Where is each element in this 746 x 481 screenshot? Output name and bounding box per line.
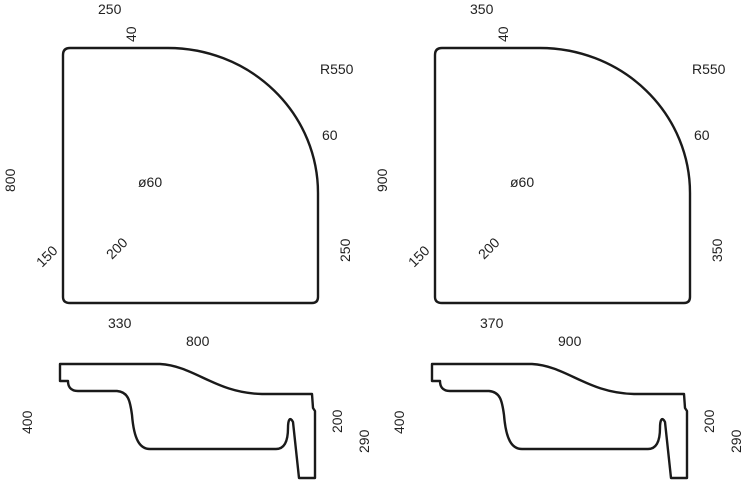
outer-outline xyxy=(433,46,692,305)
dim-drain: ø60 xyxy=(138,174,162,190)
dim-corner: 150 xyxy=(33,242,61,270)
side-outline xyxy=(430,362,689,480)
dim-inner-depth: 200 xyxy=(329,409,345,433)
dim-rim: 40 xyxy=(495,26,511,42)
dim-width-total: 900 xyxy=(558,333,582,349)
outer-outline xyxy=(61,46,320,305)
dim-height-side: 400 xyxy=(19,410,35,434)
top-view xyxy=(433,46,692,305)
dim-drain-x: 370 xyxy=(480,315,504,331)
dim-rim-side: 60 xyxy=(322,127,338,143)
shower-tray-800: 250 40 R550 60 ø60 800 150 200 250 330 8… xyxy=(2,1,372,480)
dim-inner-depth: 200 xyxy=(701,409,717,433)
top-view xyxy=(61,46,320,305)
side-view xyxy=(430,362,689,480)
dim-top-width: 350 xyxy=(470,1,494,17)
dim-right-height: 250 xyxy=(337,238,353,262)
dim-width-total: 800 xyxy=(186,333,210,349)
dim-seat: 200 xyxy=(475,234,503,262)
dim-rim-side: 60 xyxy=(694,127,710,143)
dim-depth-total: 900 xyxy=(374,168,390,192)
dim-seat: 200 xyxy=(103,234,131,262)
dim-radius: R550 xyxy=(692,61,726,77)
dim-drain: ø60 xyxy=(510,174,534,190)
dim-depth-total: 800 xyxy=(2,168,18,192)
shower-tray-900: 350 40 R550 60 ø60 900 150 200 350 370 9… xyxy=(374,1,744,480)
dim-corner: 150 xyxy=(405,242,433,270)
dim-drain-x: 330 xyxy=(108,315,132,331)
side-view xyxy=(58,362,317,480)
dim-leg-depth: 290 xyxy=(728,429,744,453)
dim-rim: 40 xyxy=(123,26,139,42)
dim-top-width: 250 xyxy=(98,1,122,17)
side-outline xyxy=(58,362,317,480)
dim-radius: R550 xyxy=(320,61,354,77)
dim-leg-depth: 290 xyxy=(356,429,372,453)
dim-height-side: 400 xyxy=(391,410,407,434)
dim-right-height: 350 xyxy=(709,238,725,262)
